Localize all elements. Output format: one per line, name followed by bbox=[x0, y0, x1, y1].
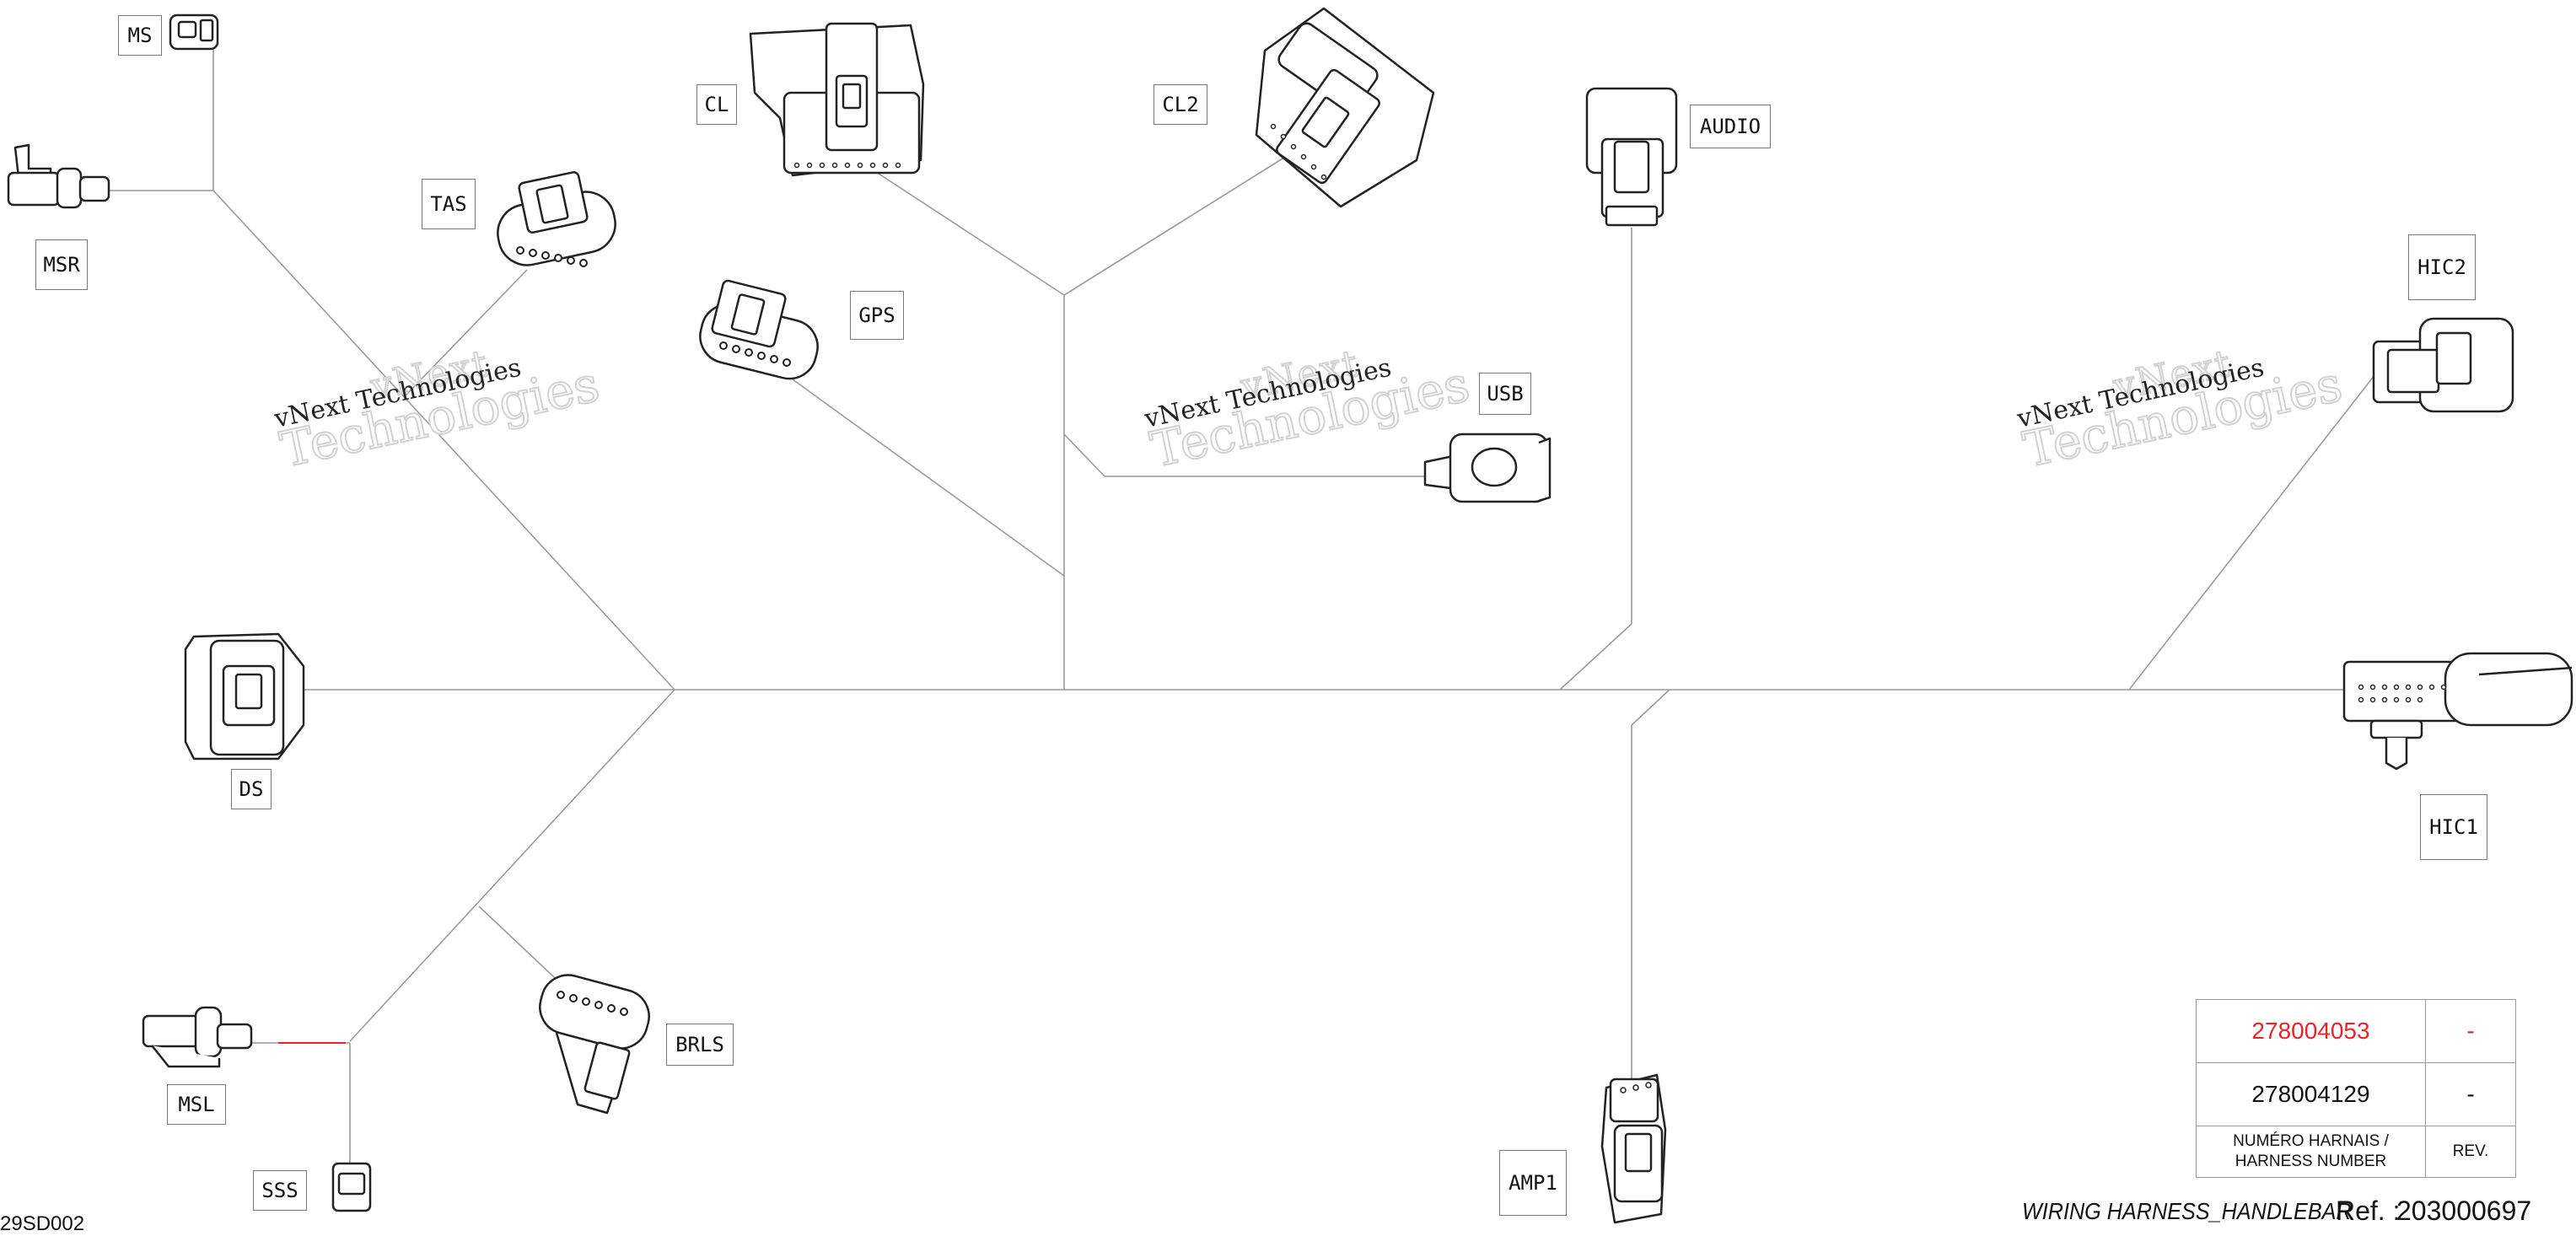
drawing-code: 29SD002 bbox=[0, 1212, 85, 1235]
connector-label-amp1[interactable]: AMP1 bbox=[1499, 1150, 1567, 1216]
connector-label-ds[interactable]: DS bbox=[231, 769, 272, 809]
audio-connector-icon bbox=[1585, 87, 1678, 227]
cl2-connector-icon bbox=[1255, 7, 1435, 208]
sss-connector-icon bbox=[331, 1162, 372, 1212]
cl-connector-icon bbox=[749, 22, 925, 177]
revision-cell: - bbox=[2425, 1062, 2516, 1126]
harness-number-table: 278004053 - 278004129 - NUMÉRO HARNAIS /… bbox=[2196, 999, 2516, 1178]
tas-connector-icon bbox=[497, 171, 616, 267]
ms-connector-icon bbox=[169, 13, 219, 51]
msr-connector-icon bbox=[7, 143, 110, 209]
hic2-connector-icon bbox=[2372, 317, 2514, 413]
connector-label-cl[interactable]: CL bbox=[696, 84, 737, 125]
connector-label-usb[interactable]: USB bbox=[1479, 373, 1531, 415]
hic1-connector-icon bbox=[2342, 652, 2573, 771]
connector-label-sss[interactable]: SSS bbox=[253, 1170, 307, 1211]
table-header-row: NUMÉRO HARNAIS / HARNESS NUMBER REV. bbox=[2196, 1126, 2516, 1178]
brls-connector-icon bbox=[539, 974, 650, 1115]
connector-label-gps[interactable]: GPS bbox=[850, 291, 904, 340]
gps-connector-icon bbox=[699, 279, 819, 380]
harness-wires bbox=[101, 25, 2379, 1172]
connector-drawings bbox=[7, 7, 2573, 1224]
table-row: 278004053 - bbox=[2196, 999, 2516, 1063]
revision-header: REV. bbox=[2425, 1126, 2516, 1178]
connector-label-hic2[interactable]: HIC2 bbox=[2408, 234, 2476, 300]
connector-label-brls[interactable]: BRLS bbox=[666, 1024, 734, 1066]
ds-connector-icon bbox=[184, 632, 305, 760]
connector-label-msr[interactable]: MSR bbox=[35, 239, 88, 290]
harness-number-header: NUMÉRO HARNAIS / HARNESS NUMBER bbox=[2196, 1126, 2426, 1178]
amp1-connector-icon bbox=[1600, 1073, 1667, 1224]
harness-number-cell[interactable]: 278004053 bbox=[2196, 999, 2426, 1063]
revision-cell: - bbox=[2425, 999, 2516, 1063]
ref-number: 203000697 bbox=[2396, 1196, 2532, 1226]
table-row: 278004129 - bbox=[2196, 1062, 2516, 1126]
drawing-title: WIRING HARNESS_HANDLEBAR bbox=[2022, 1198, 2352, 1224]
connector-label-ms[interactable]: MS bbox=[118, 15, 162, 56]
connector-label-msl[interactable]: MSL bbox=[167, 1084, 226, 1125]
connector-label-cl2[interactable]: CL2 bbox=[1154, 84, 1207, 125]
harness-number-cell[interactable]: 278004129 bbox=[2196, 1062, 2426, 1126]
ref-label: Ref. : bbox=[2336, 1196, 2401, 1226]
connector-label-hic1[interactable]: HIC1 bbox=[2420, 794, 2487, 860]
connector-label-tas[interactable]: TAS bbox=[422, 179, 476, 229]
msl-connector-icon bbox=[142, 1006, 253, 1068]
usb-connector-icon bbox=[1423, 433, 1552, 503]
connector-label-audio[interactable]: AUDIO bbox=[1690, 105, 1771, 148]
